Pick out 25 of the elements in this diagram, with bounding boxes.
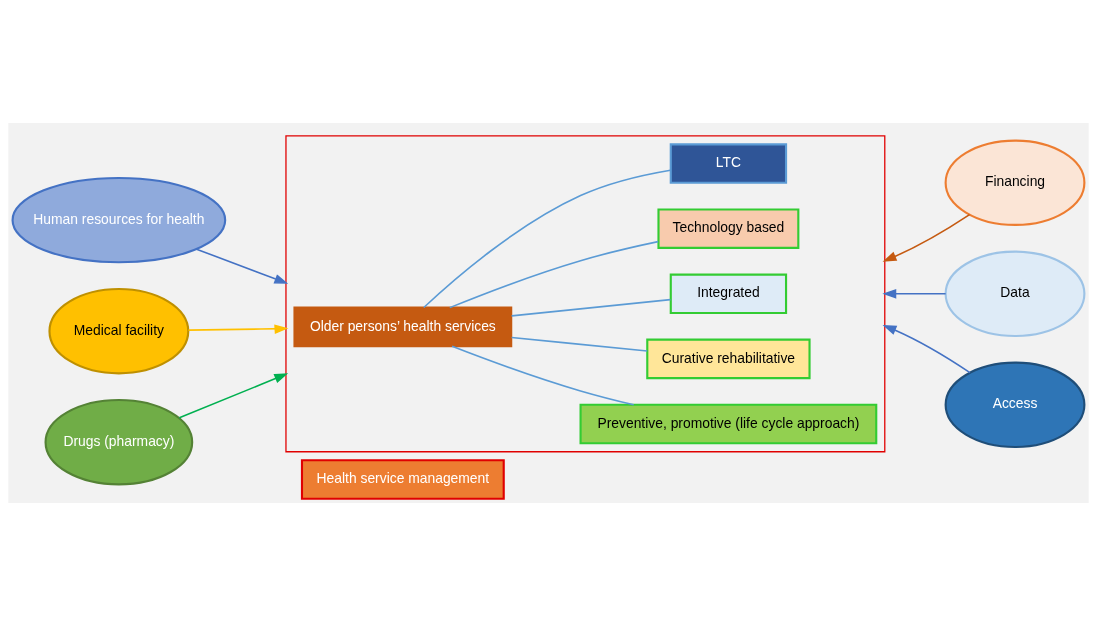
- cluster: [285, 134, 886, 452]
- node-ellipse: Human resources for health: [11, 176, 227, 263]
- node-box: Curative rehabilitative: [646, 338, 811, 379]
- node-ellipse: Financing: [944, 139, 1086, 226]
- node-ellipse: Access: [944, 361, 1086, 448]
- node-ellipse: Drugs (pharmacy): [44, 398, 194, 485]
- node-box: Health service management: [300, 458, 505, 500]
- node-box: Integrated: [669, 273, 788, 314]
- arrow: [882, 213, 971, 262]
- connector: [451, 344, 635, 406]
- arrow: [187, 323, 289, 334]
- node-ellipse: Data: [944, 250, 1086, 337]
- node-box: Older persons’ health services: [293, 306, 513, 347]
- node-box: LTC: [669, 142, 788, 184]
- node-box: Preventive, promotive (life cycle approach): [579, 403, 878, 444]
- connector: [423, 168, 672, 308]
- arrow: [882, 288, 947, 299]
- connector: [449, 240, 659, 308]
- node-ellipse: Medical facility: [48, 287, 190, 374]
- connector: [510, 298, 672, 317]
- node-box: Technology based: [657, 207, 800, 249]
- arrow: [178, 372, 289, 419]
- arrow: [195, 247, 289, 284]
- connector: [510, 336, 649, 352]
- arrow: [882, 324, 971, 373]
